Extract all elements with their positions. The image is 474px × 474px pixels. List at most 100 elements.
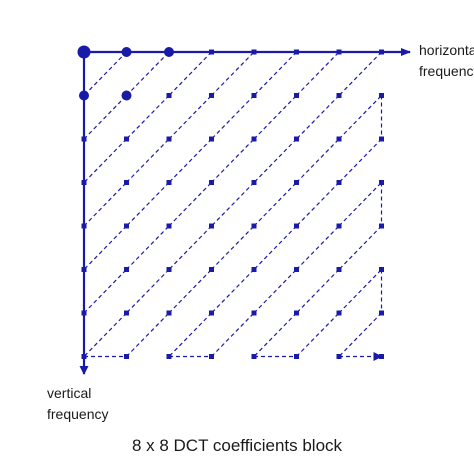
- coefficient-5-5: [294, 267, 299, 272]
- coefficient-1-2: [166, 93, 172, 98]
- coefficient-1-1: [121, 90, 132, 101]
- coefficient-5-0: [81, 267, 87, 272]
- zigzag-segment: [296, 269, 340, 314]
- zigzag-segment: [296, 138, 340, 183]
- zigzag-segment: [253, 225, 297, 270]
- zigzag-segment: [253, 51, 297, 96]
- zigzag-segment: [83, 225, 127, 270]
- zigzag-segment: [211, 312, 255, 357]
- coefficient-3-7: [379, 180, 384, 185]
- coefficient-2-5: [294, 136, 299, 142]
- coefficient-4-4: [251, 223, 257, 229]
- coefficient-0-7: [379, 49, 384, 55]
- zigzag-segment: [126, 182, 170, 227]
- coefficient-3-0: [81, 180, 87, 185]
- coefficient-2-6: [336, 136, 342, 142]
- zigzag-segment: [83, 138, 127, 183]
- zigzag-segment: [338, 51, 382, 96]
- zigzag-segment: [338, 138, 382, 183]
- zigzag-segment: [168, 138, 212, 183]
- zigzag-segment: [168, 182, 212, 227]
- zigzag-segment: [338, 312, 382, 357]
- coefficient-5-3: [209, 267, 214, 272]
- zigzag-segment: [338, 269, 382, 314]
- coefficient-6-0: [81, 310, 87, 316]
- zigzag-segment: [168, 312, 212, 357]
- coefficient-6-6: [336, 310, 342, 316]
- coefficient-3-3: [209, 180, 214, 185]
- coefficient-3-2: [166, 180, 172, 185]
- zigzag-segment: [126, 51, 170, 96]
- zigzag-segment: [253, 269, 297, 314]
- zigzag-segment: [211, 225, 255, 270]
- coefficient-4-7: [379, 223, 384, 229]
- coefficient-5-7: [379, 267, 384, 272]
- coefficient-0-0: [77, 45, 91, 59]
- zigzag-path: [83, 51, 383, 361]
- zigzag-segment: [296, 95, 340, 140]
- zigzag-segment: [253, 95, 297, 140]
- coefficient-0-5: [294, 49, 299, 55]
- coefficient-1-7: [379, 93, 384, 98]
- coefficient-5-2: [166, 267, 172, 272]
- zigzag-segment: [168, 225, 212, 270]
- coefficient-4-0: [81, 223, 87, 229]
- coefficient-2-0: [81, 136, 87, 142]
- coefficient-5-1: [124, 267, 129, 272]
- coefficient-2-7: [379, 136, 384, 142]
- vertical-label-line-1: vertical: [47, 385, 92, 401]
- zigzag-segment: [126, 138, 170, 183]
- coefficient-2-4: [251, 136, 257, 142]
- coefficient-5-4: [251, 267, 257, 272]
- coefficient-7-6: [336, 354, 342, 359]
- zigzag-segment: [296, 51, 340, 96]
- zigzag-segment: [126, 225, 170, 270]
- coefficient-7-7: [379, 354, 384, 359]
- coefficient-4-5: [294, 223, 299, 229]
- zigzag-segment: [338, 95, 382, 140]
- coefficient-0-4: [251, 49, 257, 55]
- zigzag-segment: [296, 225, 340, 270]
- coefficient-4-1: [124, 223, 129, 229]
- coefficient-1-5: [294, 93, 299, 98]
- coefficient-7-5: [294, 354, 299, 359]
- axes: [79, 48, 411, 375]
- coefficient-3-6: [336, 180, 342, 185]
- coefficient-7-1: [124, 354, 129, 359]
- zigzag-segment: [211, 269, 255, 314]
- vertical-frequency-label: vertical frequency: [47, 383, 108, 425]
- zigzag-segment: [126, 95, 170, 140]
- horizontal-label-line-1: horizontal: [419, 42, 474, 58]
- coefficient-6-7: [379, 310, 384, 316]
- coefficient-3-4: [251, 180, 257, 185]
- vertical-label-line-2: frequency: [47, 406, 109, 422]
- coefficient-5-6: [336, 267, 342, 272]
- horizontal-label-line-2: frequency: [419, 63, 474, 79]
- zigzag-segment: [211, 182, 255, 227]
- zigzag-segment: [253, 138, 297, 183]
- coefficient-3-5: [294, 180, 299, 185]
- coefficient-7-0: [81, 354, 87, 359]
- horizontal-frequency-label: horizontal frequency: [419, 40, 474, 82]
- zigzag-segment: [296, 182, 340, 227]
- coefficient-0-1: [121, 47, 132, 57]
- diagram-caption: 8 x 8 DCT coefficients block: [131, 436, 343, 455]
- zigzag-segment: [211, 95, 255, 140]
- coefficient-7-3: [209, 354, 214, 359]
- zigzag-segment: [168, 51, 212, 96]
- zigzag-segment: [83, 312, 127, 357]
- zigzag-segment: [338, 225, 382, 270]
- zigzag-segment: [83, 182, 127, 227]
- zigzag-segment: [168, 95, 212, 140]
- coefficient-2-2: [166, 136, 172, 142]
- zigzag-segment: [211, 138, 255, 183]
- coefficient-6-5: [294, 310, 299, 316]
- coefficient-2-3: [209, 136, 214, 142]
- coefficient-0-3: [209, 49, 214, 55]
- coefficient-2-1: [124, 136, 129, 142]
- coefficient-3-1: [124, 180, 129, 185]
- zigzag-segment: [126, 269, 170, 314]
- coefficient-6-1: [124, 310, 129, 316]
